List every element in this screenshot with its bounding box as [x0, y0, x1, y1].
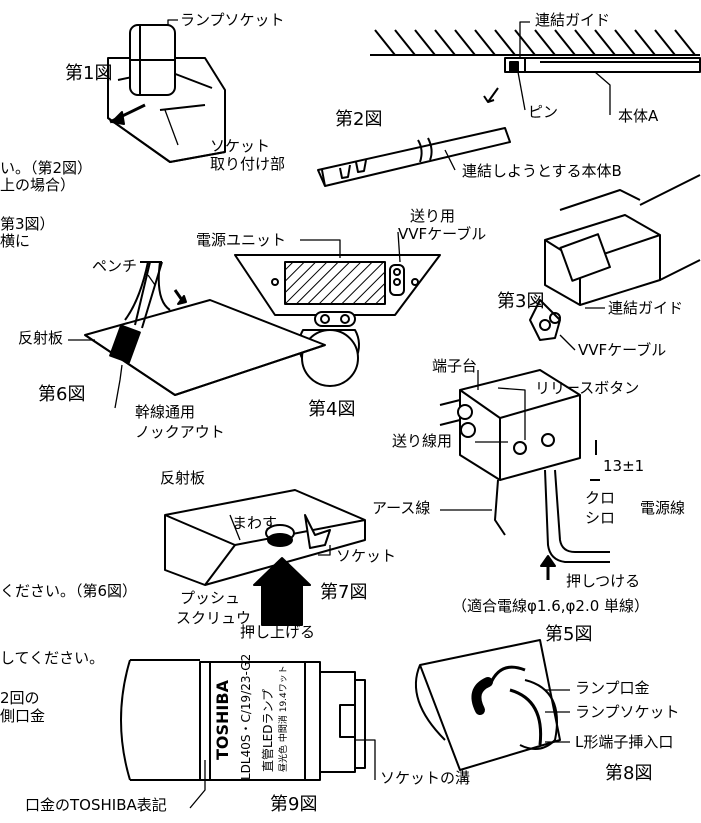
fig6-reflector-label: 反射板	[18, 329, 64, 347]
fig6-title: 第6図	[38, 384, 86, 405]
fig7-turn-label: まわす	[232, 514, 278, 532]
fig5-drawing	[439, 369, 610, 580]
fig3-title: 第3図	[497, 291, 545, 312]
fig5-title: 第5図	[545, 624, 593, 645]
fig8-lamp-cap-label: ランプ口金	[575, 679, 650, 697]
fig8-lamp-socket-label: ランプソケット	[575, 703, 680, 721]
fig2-body-b-label: 連結しようとする本体B	[462, 162, 622, 180]
fig4-power-unit-label: 電源ユニット	[196, 231, 287, 249]
fig7-title: 第7図	[320, 582, 368, 603]
fig9-brand-mark: TOSHIBA	[213, 680, 232, 760]
left-text-fragment: ください。（第6図）	[0, 582, 138, 600]
fig5-wire-spec: （適合電線φ1.6,φ2.0 単線）	[452, 597, 650, 615]
fig4-drawing	[234, 254, 441, 387]
fig6-pliers-label: ペンチ	[92, 257, 138, 275]
fig5-release-label: リリースボタン	[535, 379, 640, 397]
fig9-drawing	[120, 659, 366, 781]
fig2-pin-label: ピン	[528, 103, 559, 121]
fig6-knockout-label-1: 幹線通用	[135, 403, 196, 421]
fig4-send-label: 送り用	[410, 207, 456, 225]
fig5-black-label: クロ	[585, 489, 616, 507]
fig9-model-text: LDL40S・C/19/23-G2	[239, 653, 253, 780]
fig9-title: 第9図	[270, 794, 318, 815]
fig2-title: 第2図	[335, 109, 383, 130]
fig2-body-a-label: 本体A	[618, 107, 659, 125]
fig4-title: 第4図	[308, 399, 356, 420]
fig9-toshiba-label: 口金のTOSHIBA表記	[25, 796, 167, 814]
fig7-push-screw-1: プッシュ	[180, 589, 241, 607]
leader-lines	[68, 19, 611, 809]
fig6-knockout-label-2: ノックアウト	[135, 423, 225, 441]
left-text-fragment: 2回の	[0, 689, 40, 707]
fig3-cable-label: VVFケーブル	[578, 341, 667, 359]
fig5-send-wire-label: 送り線用	[392, 432, 453, 450]
fig3-guide-label: 連結ガイド	[608, 299, 684, 317]
left-text-fragment: 上の場合）	[0, 176, 76, 194]
fig2-guide-label: 連結ガイド	[535, 11, 611, 29]
fig1-title: 第1図	[65, 63, 113, 84]
fig5-terminal-label: 端子台	[432, 357, 478, 375]
fig3-drawing	[529, 174, 701, 341]
fig1-mount-label: 取り付け部	[210, 155, 286, 173]
fig1-lamp-socket-label: ランプソケット	[180, 11, 285, 29]
fig7-push-screw-2: スクリュウ	[176, 609, 252, 627]
fig8-title: 第8図	[605, 763, 653, 784]
left-text-fragment: 横に	[0, 232, 31, 250]
left-text-fragment: 側口金	[0, 707, 46, 725]
fig5-white-label: シロ	[585, 509, 616, 527]
fig5-power-line-label: 電源線	[640, 499, 686, 517]
fig5-ground-label: アース線	[372, 499, 431, 517]
fig7-reflector-label: 反射板	[160, 469, 206, 487]
left-text-fragment: い。（第2図）	[0, 159, 93, 177]
fig6-drawing	[84, 261, 326, 396]
fig9-lamp-sub: 昼光色 中間消 19.4ワット	[279, 665, 289, 772]
fig9-lamp-name: 直管LEDランプ	[261, 688, 275, 772]
left-text-fragment: してください。	[0, 649, 105, 667]
left-text-fragment: 第3図）	[0, 215, 55, 233]
fig2-drawing	[317, 29, 701, 187]
fig5-push-label: 押しつける	[566, 572, 641, 590]
fig4-vvf-label: VVFケーブル	[398, 225, 487, 243]
fig5-dimension-label: 13±1	[603, 457, 645, 475]
fig1-drawing	[107, 24, 226, 163]
fig7-drawing	[164, 489, 366, 626]
fig8-insert-label: L形端子挿入口	[575, 733, 674, 751]
fig7-socket-label: ソケット	[336, 547, 397, 565]
fig1-socket-label: ソケット	[210, 137, 271, 155]
fig8-drawing	[414, 639, 561, 771]
fig9-groove-label: ソケットの溝	[380, 769, 471, 787]
fig7-push-up-label: 押し上げる	[240, 623, 316, 641]
